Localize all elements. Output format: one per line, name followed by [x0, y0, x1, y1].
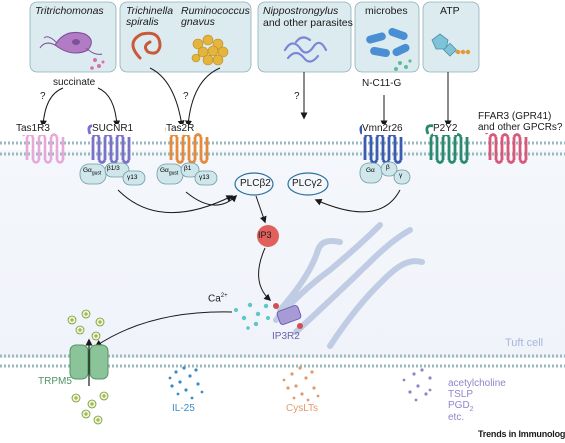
vmn-g-beta-label: β [386, 164, 390, 171]
tslp-label: TSLP [448, 389, 474, 400]
microbes-icon [366, 27, 412, 71]
ip3r2-label: IP3R2 [272, 331, 300, 342]
sucnr1-g-gamma-label: γ13 [127, 174, 138, 181]
atp-molecule-icon [431, 33, 471, 57]
atp-box [422, 1, 480, 73]
calcium-label: Ca2+ [208, 293, 228, 305]
ligand-arrows [39, 67, 452, 128]
tas2r-g-alpha-label: Gαgust [160, 167, 179, 177]
journal-footer: Trends in Immunology [478, 429, 565, 439]
n-c11-g-label: N-C11-G [362, 78, 402, 89]
tas2r-g-gamma-label: γ13 [199, 174, 210, 181]
atp-label: ATP [440, 5, 460, 17]
sucnr1-label: SUCNR1 [92, 123, 134, 135]
sucnr1-g-gamma [122, 170, 146, 186]
etc-label: etc. [448, 412, 465, 423]
vmn2r26-label: Vmn2r26 [362, 123, 403, 135]
vmn-g-gamma [393, 169, 411, 185]
ruminococcus-icon [191, 34, 229, 66]
sucnr1-g-beta-label: β1/3 [107, 165, 120, 172]
tas2r-g-beta-label: β1 [184, 165, 192, 172]
sucnr1-receptor [87, 124, 131, 164]
tas1r3-label: Tas1R3 [16, 123, 50, 135]
pgd2-label: PGD2 [448, 400, 474, 413]
others-cloud [402, 368, 432, 402]
signaling-arrows [94, 189, 401, 347]
nippostrongylus-label: Nippostrongylus [263, 5, 339, 17]
other-parasites-label: and other parasites [263, 17, 353, 29]
tas2r-label: Tas2R [166, 123, 195, 135]
plcg2-blob [287, 172, 329, 196]
trichinella-icon [131, 31, 162, 60]
sodium-ions [67, 309, 109, 425]
calcium-ions [234, 302, 270, 330]
ip3-circle [257, 225, 279, 247]
unknown-ligand-3: ? [294, 91, 300, 102]
unknown-ligand-1: ? [40, 91, 46, 102]
il25-cloud [168, 366, 204, 400]
vmn-g-gamma-label: γ [399, 172, 403, 179]
ip3-label: IP3 [258, 230, 272, 240]
p2y2-label: P2Y2 [433, 123, 458, 135]
sodium-plus-signs [70, 312, 106, 422]
ip3r2-channel [273, 303, 303, 329]
microbes-box [354, 1, 420, 73]
g-proteins [79, 161, 411, 186]
sucnr1-g-alpha-label: Gαgust [83, 167, 102, 177]
trpm5-channel [69, 338, 109, 386]
tuft-cell-label: Tuft cell [505, 337, 544, 349]
trpm5-label: TRPM5 [38, 376, 72, 387]
tritrichomonas-label: Tritrichomonas [35, 5, 104, 17]
ffar3-label: FFAR3 (GPR41) and other GPCRs? [478, 111, 563, 133]
plcb2-label: PLCβ2 [240, 178, 271, 189]
vmn-g-alpha-label: Gα [366, 167, 375, 174]
tritrichomonas-icon [39, 31, 105, 70]
endoplasmic-reticulum [273, 222, 425, 349]
plcg2-label: PLCγ2 [292, 178, 323, 189]
tas2r-g-beta [180, 162, 200, 178]
ffar3-receptor [484, 124, 528, 164]
p2y2-receptor [425, 124, 469, 164]
trichinella-label: Trichinella spiralis [126, 5, 174, 29]
il25-label: IL-25 [172, 403, 195, 414]
sucnr1-g-beta [104, 162, 130, 178]
cyslts-cloud [282, 366, 320, 402]
nippostrongylus-icon [283, 36, 328, 63]
vmn-g-beta [380, 161, 398, 177]
microbes-label: microbes [365, 5, 408, 17]
unknown-ligand-2: ? [183, 91, 189, 102]
succinate-label: succinate [53, 77, 96, 88]
tas2r-g-gamma [194, 170, 218, 186]
ruminococcus-label: Ruminococcus gnavus [181, 5, 250, 29]
cyslts-label: CysLTs [286, 403, 319, 414]
acetylcholine-label: acetylcholine [448, 378, 506, 389]
plcb2-blob [234, 172, 274, 196]
